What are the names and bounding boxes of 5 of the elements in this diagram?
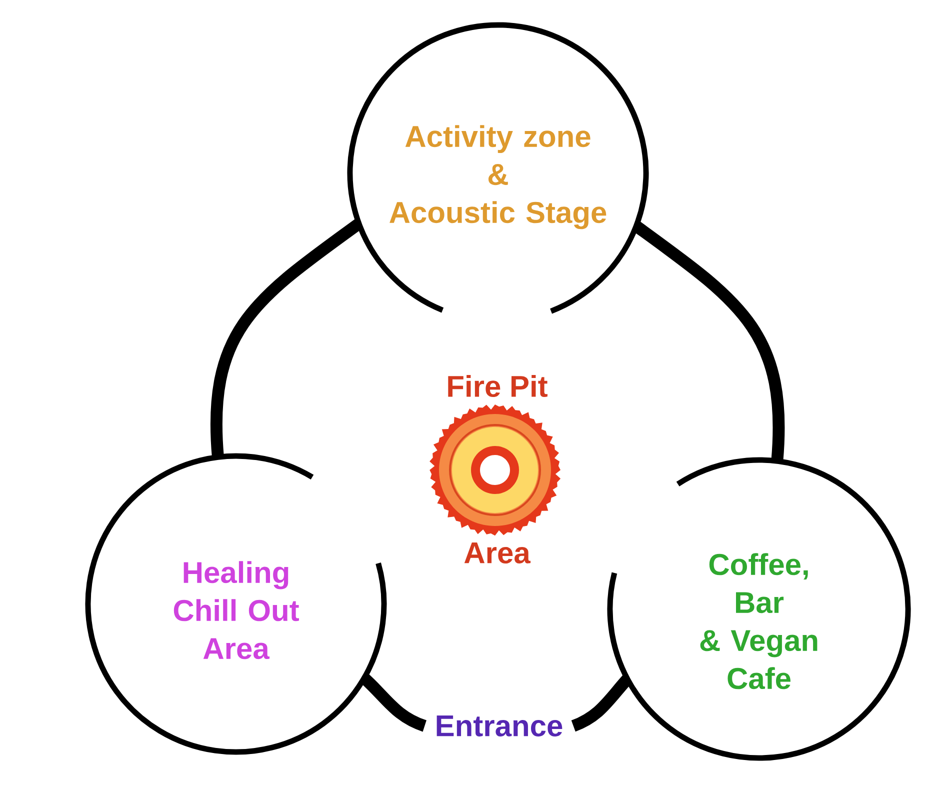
connector-arc	[360, 674, 427, 732]
label: Entrance	[436, 716, 562, 736]
label: Area	[464, 542, 531, 564]
label: Fire Pit	[448, 374, 548, 398]
connector-arc	[571, 674, 632, 732]
